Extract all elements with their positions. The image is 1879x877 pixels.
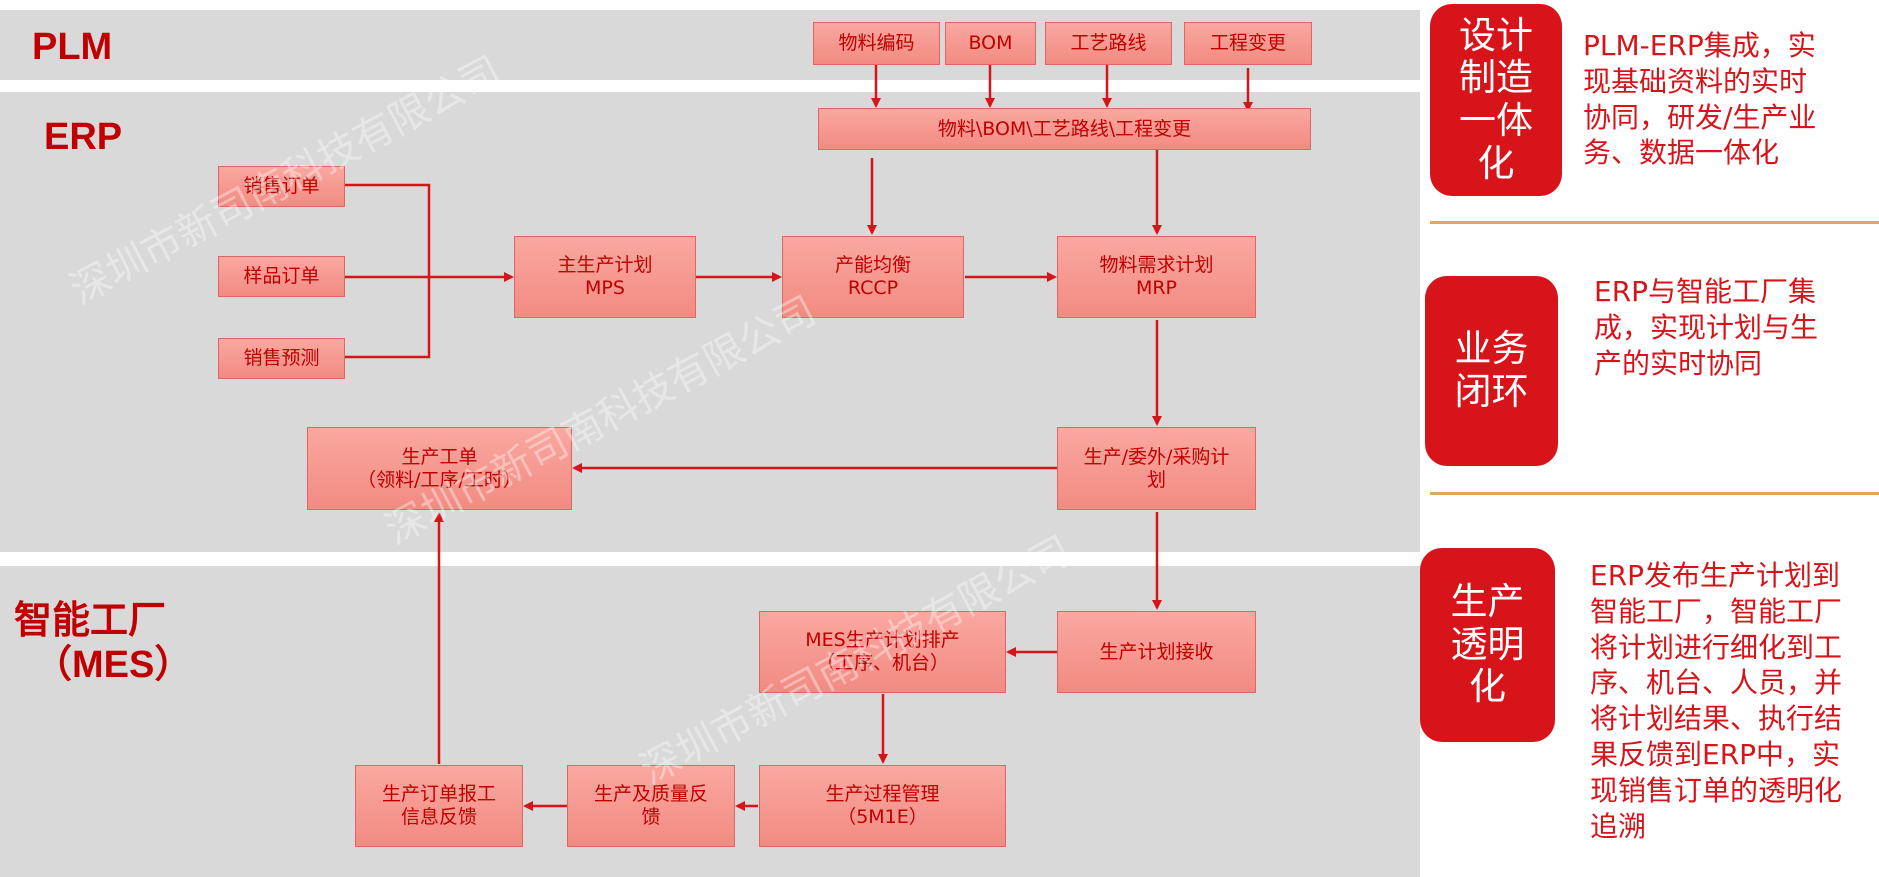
node-bom-label: BOM xyxy=(968,32,1013,55)
node-mes-scheduling: MES生产计划排产 （工序、机台） xyxy=(759,611,1006,693)
mes-zone-label-line2: （MES） xyxy=(34,643,193,686)
mes-zone-label: 智能工厂 （MES） xyxy=(14,600,192,687)
node-plan-receive: 生产计划接收 xyxy=(1057,611,1256,693)
node-sales-forecast: 销售预测 xyxy=(218,338,345,379)
node-erp-master-data: 物料\BOM\工艺路线\工程变更 xyxy=(818,108,1311,150)
node-rccp-label: 产能均衡 RCCP xyxy=(834,254,911,299)
node-bom: BOM xyxy=(945,22,1036,65)
node-production-plan-label: 生产/委外/采购计 划 xyxy=(1083,445,1230,491)
node-mrp: 物料需求计划 MRP xyxy=(1057,236,1256,318)
erp-zone-label: ERP xyxy=(44,116,123,158)
node-quality-feedback-label: 生产及质量反 馈 xyxy=(593,783,708,828)
node-mps: 主生产计划 MPS xyxy=(514,236,696,318)
node-process-route-label: 工艺路线 xyxy=(1070,32,1147,55)
node-material-code: 物料编码 xyxy=(813,22,940,65)
node-process-route: 工艺路线 xyxy=(1045,22,1172,65)
node-production-plan: 生产/委外/采购计 划 xyxy=(1057,427,1256,510)
side-badge-closed-loop: 业务 闭环 xyxy=(1425,276,1558,466)
node-order-report: 生产订单报工 信息反馈 xyxy=(355,765,523,847)
side-badge-design-manufacturing: 设计 制造 一体 化 xyxy=(1430,4,1562,196)
side-text-closed-loop: ERP与智能工厂集 成，实现计划与生 产的实时协同 xyxy=(1594,275,1819,380)
node-process-mgmt: 生产过程管理 （5M1E） xyxy=(759,765,1006,847)
node-engineering-change-label: 工程变更 xyxy=(1209,32,1286,55)
node-erp-master-data-label: 物料\BOM\工艺路线\工程变更 xyxy=(937,117,1192,140)
node-mrp-label: 物料需求计划 MRP xyxy=(1099,254,1214,299)
node-process-mgmt-label: 生产过程管理 （5M1E） xyxy=(825,783,940,828)
node-mps-label: 主生产计划 MPS xyxy=(557,254,653,299)
node-sales-order: 销售订单 xyxy=(218,166,345,207)
plm-zone-label: PLM xyxy=(32,26,113,68)
node-work-order: 生产工单 （领料/工序/工时） xyxy=(307,427,572,510)
node-quality-feedback: 生产及质量反 馈 xyxy=(567,765,735,847)
node-engineering-change: 工程变更 xyxy=(1184,22,1312,65)
mes-zone-label-line1: 智能工厂 xyxy=(14,600,167,642)
node-rccp: 产能均衡 RCCP xyxy=(782,236,964,318)
side-text-design-manufacturing: PLM-ERP集成，实 现基础资料的实时 协同，研发/生产业 务、数据一体化 xyxy=(1583,29,1817,170)
side-text-transparency: ERP发布生产计划到 智能工厂，智能工厂 将计划进行细化到工 序、机台、人员，并… xyxy=(1590,559,1843,843)
side-divider xyxy=(1430,221,1879,224)
side-badge-transparency: 生产 透明 化 xyxy=(1420,548,1555,742)
node-sample-order: 样品订单 xyxy=(218,256,345,297)
node-sales-forecast-label: 销售预测 xyxy=(243,347,320,370)
node-material-code-label: 物料编码 xyxy=(838,32,915,55)
node-work-order-label: 生产工单 （领料/工序/工时） xyxy=(357,445,522,491)
node-sales-order-label: 销售订单 xyxy=(243,175,320,198)
node-sample-order-label: 样品订单 xyxy=(243,265,320,288)
node-mes-scheduling-label: MES生产计划排产 （工序、机台） xyxy=(805,629,960,674)
node-order-report-label: 生产订单报工 信息反馈 xyxy=(381,783,496,828)
side-divider xyxy=(1430,492,1879,495)
plm-band xyxy=(0,10,1420,80)
node-plan-receive-label: 生产计划接收 xyxy=(1099,640,1214,663)
